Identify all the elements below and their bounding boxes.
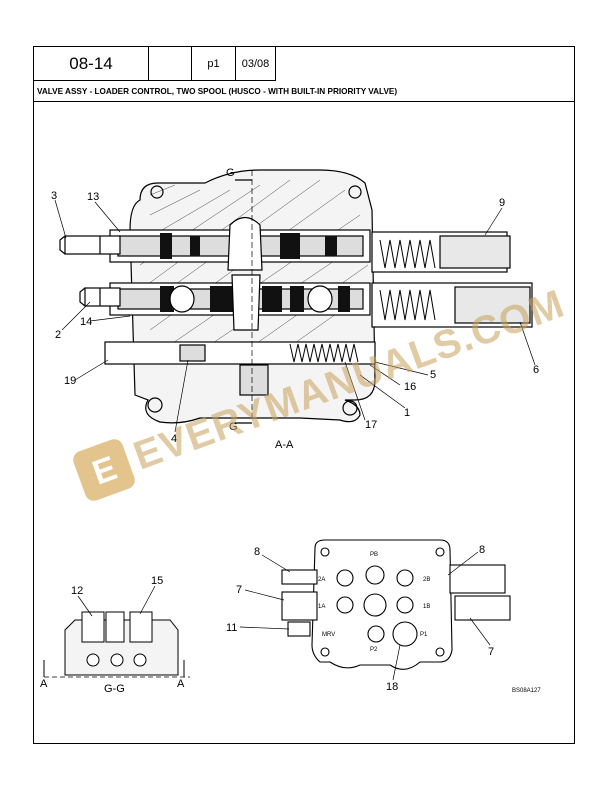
port-1b: 1B	[423, 604, 430, 610]
callout-17: 17	[365, 419, 377, 431]
section-marker-a-left: A	[40, 678, 48, 690]
date: 03/08	[236, 47, 276, 81]
callout-19: 19	[64, 375, 76, 387]
callout-16: 16	[404, 381, 416, 393]
section-gg-view	[43, 611, 190, 678]
port-2b: 2B	[423, 577, 430, 583]
gg-leader-lines	[77, 585, 156, 617]
section-view-label: A-A	[275, 439, 294, 451]
callout-9: 9	[499, 197, 505, 209]
port-p1: P1	[420, 632, 428, 638]
callout-18: 18	[386, 681, 398, 693]
page-frame: 08-14 p1 03/08 VALVE ASSY - LOADER CONTR…	[33, 46, 575, 744]
callout-12: 12	[71, 585, 83, 597]
header-row: 08-14 p1 03/08	[34, 47, 276, 81]
section-marker-top: G	[226, 167, 235, 179]
port-p2: P2	[370, 647, 378, 653]
header-blank-cell	[149, 47, 192, 81]
callout-14: 14	[80, 316, 92, 328]
callout-6: 6	[533, 364, 539, 376]
valve-external-view	[281, 539, 511, 670]
port-2a: 2A	[318, 577, 325, 583]
page-number: 08-14	[34, 47, 149, 81]
port-mrv: MRV	[322, 632, 335, 638]
callout-15: 15	[151, 575, 163, 587]
callout-7-right: 7	[488, 646, 494, 658]
callout-1: 1	[404, 407, 410, 419]
page-title: VALVE ASSY - LOADER CONTROL, TWO SPOOL (…	[34, 81, 574, 102]
revision: p1	[192, 47, 236, 81]
callout-13: 13	[87, 191, 99, 203]
main-valve-section	[59, 169, 533, 424]
callout-8-left: 8	[254, 546, 260, 558]
callout-2: 2	[55, 329, 61, 341]
leader-lines	[54, 199, 536, 433]
section-marker-a-right: A	[177, 678, 185, 690]
callout-8-right: 8	[479, 544, 485, 556]
port-pb: PB	[370, 552, 378, 558]
callout-3: 3	[51, 190, 57, 202]
ext-leader-lines	[239, 551, 491, 681]
drawing-code: BS08A127	[512, 688, 541, 694]
port-1a: 1A	[318, 604, 325, 610]
callout-5: 5	[430, 369, 436, 381]
watermark-logo-icon	[73, 439, 135, 501]
callout-11: 11	[226, 622, 237, 634]
section-view-label-gg: G-G	[104, 683, 125, 695]
section-marker-bottom: G	[229, 421, 238, 433]
callout-4: 4	[171, 433, 177, 445]
callout-7-left: 7	[236, 584, 242, 596]
